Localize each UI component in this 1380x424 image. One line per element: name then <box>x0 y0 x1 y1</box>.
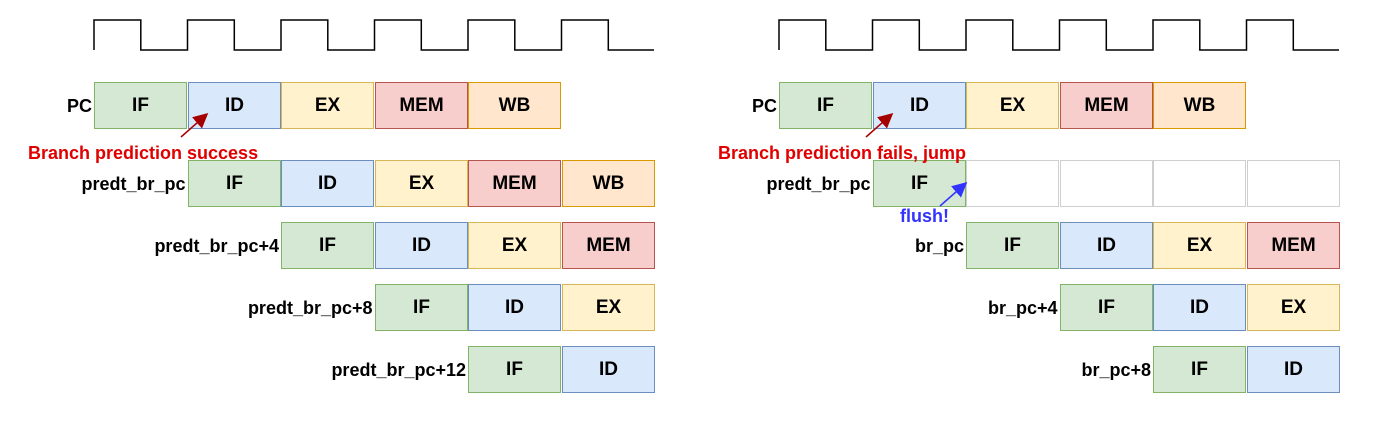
left-row-3-stage-if: IF <box>375 284 468 331</box>
left-row-label-3: predt_br_pc+8 <box>247 297 373 318</box>
flush-label: flush! <box>900 206 949 226</box>
right-row-0-stage-ex: EX <box>966 82 1059 129</box>
annotation-branch-success: Branch prediction success <box>28 143 259 163</box>
left-row-2-stage-if: IF <box>281 222 374 269</box>
right-row-1-stage-empty <box>966 160 1059 207</box>
left-row-3-stage-ex: EX <box>562 284 655 331</box>
left-row-0-stage-wb: WB <box>468 82 561 129</box>
right-row-4-stage-if: IF <box>1153 346 1246 393</box>
right-row-2-stage-ex: EX <box>1153 222 1246 269</box>
left-row-1-stage-mem: MEM <box>468 160 561 207</box>
left-row-label-1: predt_br_pc <box>81 173 186 194</box>
left-row-2-stage-id: ID <box>375 222 468 269</box>
left-row-1-stage-wb: WB <box>562 160 655 207</box>
right-row-1-stage-empty <box>1153 160 1246 207</box>
left-row-0-stage-if: IF <box>94 82 187 129</box>
annotation-branch-fail: Branch prediction fails, jump <box>718 143 967 163</box>
left-row-2-stage-mem: MEM <box>562 222 655 269</box>
left-row-1-stage-id: ID <box>281 160 374 207</box>
right-row-label-2: br_pc <box>914 235 964 256</box>
right-row-3-stage-id: ID <box>1153 284 1246 331</box>
left-row-3-stage-id: ID <box>468 284 561 331</box>
right-row-0-stage-wb: WB <box>1153 82 1246 129</box>
arrow-flush <box>939 182 968 207</box>
right-row-0-stage-if: IF <box>779 82 872 129</box>
left-row-0-stage-ex: EX <box>281 82 374 129</box>
right-row-2-stage-id: ID <box>1060 222 1153 269</box>
right-row-0-stage-mem: MEM <box>1060 82 1153 129</box>
right-row-3-stage-if: IF <box>1060 284 1153 331</box>
right-row-2-stage-mem: MEM <box>1247 222 1340 269</box>
left-row-label-4: predt_br_pc+12 <box>331 359 466 380</box>
right-row-label-1: predt_br_pc <box>766 173 871 194</box>
left-row-label-0: PC <box>66 95 92 116</box>
arrow-right-fail <box>865 113 894 138</box>
left-row-0-stage-id: ID <box>188 82 281 129</box>
right-row-1-stage-empty <box>1247 160 1340 207</box>
right-row-label-4: br_pc+8 <box>1081 359 1151 380</box>
right-row-4-stage-id: ID <box>1247 346 1340 393</box>
right-row-3-stage-ex: EX <box>1247 284 1340 331</box>
left-clock-waveform <box>93 19 654 51</box>
right-clock-waveform <box>778 19 1339 51</box>
left-row-label-2: predt_br_pc+4 <box>154 235 279 256</box>
right-row-label-0: PC <box>751 95 777 116</box>
left-row-1-stage-ex: EX <box>375 160 468 207</box>
right-row-1-stage-if: IF <box>873 160 966 207</box>
right-row-1-stage-empty <box>1060 160 1153 207</box>
left-row-4-stage-if: IF <box>468 346 561 393</box>
left-row-4-stage-id: ID <box>562 346 655 393</box>
right-row-2-stage-if: IF <box>966 222 1059 269</box>
arrow-left-success <box>180 113 209 138</box>
left-row-0-stage-mem: MEM <box>375 82 468 129</box>
left-row-2-stage-ex: EX <box>468 222 561 269</box>
left-row-1-stage-if: IF <box>188 160 281 207</box>
right-row-label-3: br_pc+4 <box>987 297 1058 318</box>
